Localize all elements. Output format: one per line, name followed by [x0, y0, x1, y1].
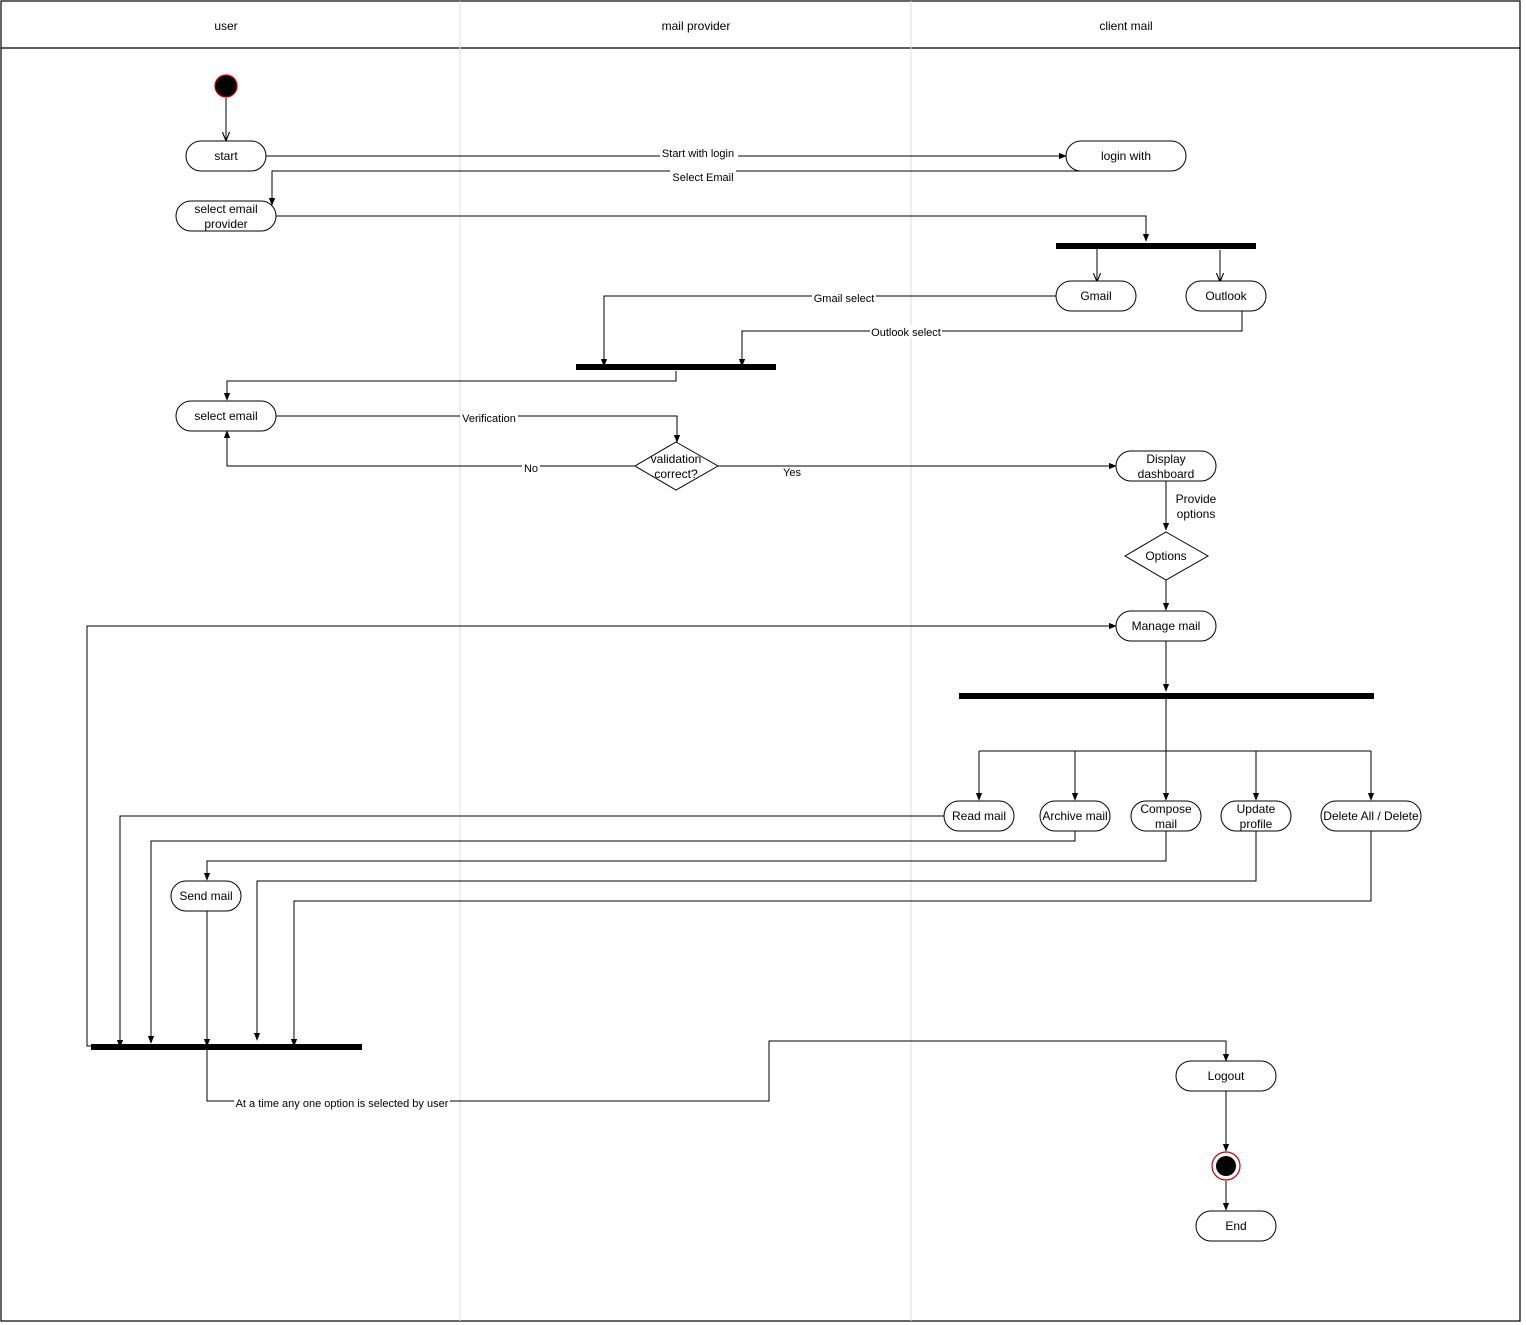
node-outlook-label: Outlook [1205, 289, 1247, 303]
edge-loop-manage [86, 622, 1117, 1047]
lane-mail-provider-title: mail provider [662, 19, 731, 33]
label-yes: Yes [783, 467, 801, 479]
node-compose-mail[interactable]: Compose mail [1130, 800, 1202, 832]
label-outlook-select: Outlook select [871, 327, 941, 339]
node-select-email-provider[interactable]: select email provider [175, 200, 277, 232]
edge-join-logout [206, 1040, 1230, 1102]
node-archive-mail-label: Archive mail [1042, 809, 1107, 823]
bars [91, 243, 1374, 1050]
node-update-profile[interactable]: Update profile [1220, 800, 1292, 832]
label-select-email: Select Email [672, 172, 733, 184]
edge-verification [276, 415, 681, 443]
fork-bar-manage [959, 693, 1374, 699]
node-login-with-label: login with [1101, 149, 1151, 163]
node-delete-all-label: Delete All / Delete [1323, 809, 1419, 823]
edge-login-select-provider [268, 170, 1096, 206]
node-gmail-label: Gmail [1080, 289, 1111, 303]
node-start[interactable]: start [185, 140, 267, 172]
edge-archive-to-join [147, 831, 1076, 1044]
node-select-email-label: select email [194, 409, 257, 423]
node-update-profile-line1: Update [1237, 802, 1276, 816]
lane-user-title: user [214, 19, 237, 33]
node-compose-mail-line2: mail [1155, 817, 1177, 831]
decision-options-label: Options [1145, 549, 1186, 563]
node-end[interactable]: End [1195, 1210, 1277, 1242]
label-one-option: At a time any one option is selected by … [236, 1098, 449, 1110]
final-node-dot [1216, 1156, 1236, 1176]
edge-no [223, 430, 635, 467]
decision-options[interactable]: Options [1124, 531, 1210, 581]
node-archive-mail[interactable]: Archive mail [1039, 800, 1111, 832]
edge-compose-to-send [203, 831, 1167, 881]
node-compose-mail-line1: Compose [1140, 802, 1192, 816]
decision-validation-line2: correct? [654, 467, 698, 481]
edge-gmail-select [600, 295, 1056, 367]
node-send-mail[interactable]: Send mail [170, 880, 242, 912]
node-manage-mail[interactable]: Manage mail [1115, 610, 1217, 642]
label-gmail-select: Gmail select [814, 293, 875, 305]
nodes: start login with select email provider G… [170, 74, 1422, 1242]
edge-read-to-join [116, 815, 944, 1048]
edge-labels: Start with login Select Email Gmail sele… [234, 146, 1217, 1110]
edge-provider-fork [276, 215, 1150, 242]
label-no: No [524, 463, 538, 475]
decision-validation[interactable]: validation correct? [634, 441, 720, 491]
edge-delete-to-join [290, 831, 1372, 1047]
node-read-mail-label: Read mail [952, 809, 1006, 823]
final-node [1211, 1151, 1241, 1181]
edge-update-to-join [253, 831, 1257, 1041]
node-gmail[interactable]: Gmail [1055, 280, 1137, 312]
lane-client-mail-title: client mail [1099, 19, 1152, 33]
node-login-with[interactable]: login with [1065, 140, 1187, 172]
node-start-label: start [214, 149, 238, 163]
edge-outlook-select [738, 311, 1243, 367]
node-logout-label: Logout [1208, 1069, 1245, 1083]
node-end-label: End [1225, 1219, 1246, 1233]
join-bar-provider [576, 364, 776, 370]
label-verification: Verification [462, 413, 516, 425]
node-read-mail[interactable]: Read mail [943, 800, 1015, 832]
node-manage-mail-label: Manage mail [1132, 619, 1201, 633]
label-start-with-login: Start with login [662, 148, 734, 160]
node-send-mail-label: Send mail [179, 889, 232, 903]
fork-bar-provider [1056, 243, 1256, 249]
label-provide-options-line1: Provide [1176, 492, 1217, 506]
join-bar-options [91, 1044, 362, 1050]
node-delete-all[interactable]: Delete All / Delete [1320, 800, 1422, 832]
node-display-dashboard[interactable]: Display dashboard [1115, 450, 1217, 482]
node-select-email-provider-line1: select email [194, 202, 257, 216]
node-select-email-provider-line2: provider [204, 217, 247, 231]
initial-node [214, 74, 238, 98]
node-outlook[interactable]: Outlook [1185, 280, 1267, 312]
node-update-profile-line2: profile [1240, 817, 1273, 831]
node-display-dashboard-line1: Display [1146, 452, 1185, 466]
edges [86, 98, 1375, 1211]
node-display-dashboard-line2: dashboard [1138, 467, 1195, 481]
decision-validation-line1: validation [651, 452, 702, 466]
label-provide-options-line2: options [1177, 507, 1216, 521]
node-select-email[interactable]: select email [175, 400, 277, 432]
edge-join-select-email [223, 371, 677, 401]
node-logout[interactable]: Logout [1175, 1060, 1277, 1092]
